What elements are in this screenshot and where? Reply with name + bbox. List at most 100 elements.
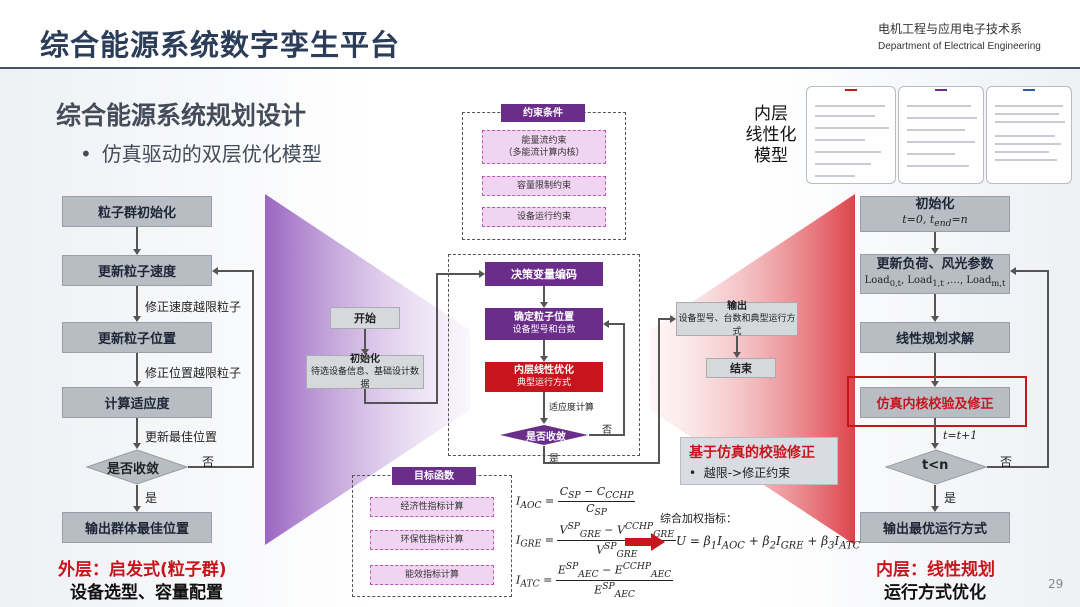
center-encode: 决策变量编码 (485, 262, 603, 286)
outer-connector (136, 485, 138, 506)
outer-step-velocity: 更新粒子速度 (62, 255, 212, 286)
objective-economy: 经济性指标计算 (370, 497, 494, 517)
constraint-equipment: 设备运行约束 (482, 207, 606, 227)
callout-title: 基于仿真的校验修正 (689, 445, 815, 461)
inner-init-formula: t=0, tend=n (902, 212, 968, 230)
arrow-down-icon (540, 356, 548, 362)
outer-no-label: 否 (202, 455, 215, 469)
inner-step-update: 更新负荷、风光参数 Load0,t, Load1,t ,…, Loadm,t (860, 254, 1010, 294)
inner-decision-diamond (885, 449, 987, 485)
center-loop-line (589, 434, 625, 436)
center-output-title: 输出 (727, 300, 747, 312)
center-connector (364, 402, 436, 404)
outer-note-position: 修正位置越限粒子 (145, 366, 242, 380)
center-init-sub: 待选设备信息、基础设计数据 (310, 366, 419, 390)
arrow-down-icon (931, 381, 939, 387)
inner-update-title: 更新负荷、风光参数 (876, 257, 994, 272)
center-output: 输出 设备型号、台数和典型运行方式 (676, 300, 798, 337)
inner-update-formula: Load0,t, Load1,t ,…, Loadm,t (864, 275, 1006, 288)
center-inner-opt: 内层线性优化 典型运行方式 (485, 362, 603, 392)
outer-loop-line (188, 466, 254, 468)
arrow-left-icon (603, 320, 609, 328)
outer-decision-label: 是否收敛 (107, 462, 160, 477)
objective-efficiency: 能效指标计算 (370, 565, 494, 585)
inner-connector (934, 485, 936, 506)
center-connector (543, 286, 545, 302)
thumbnail-caption-bar (1023, 89, 1035, 91)
center-loop-line (609, 323, 625, 325)
inner-connector (934, 294, 936, 316)
outer-step-position: 更新粒子位置 (62, 322, 212, 353)
center-yes-label: 是 (549, 454, 559, 465)
arrow-down-icon (931, 248, 939, 254)
constraints-title: 约束条件 (501, 104, 585, 122)
inner-loop-line (987, 466, 1049, 468)
center-connector (436, 273, 479, 275)
arrow-down-icon (133, 443, 141, 449)
center-connector (364, 329, 366, 349)
outer-footer-sub: 设备选型、容量配置 (70, 583, 223, 603)
outer-footer-title: 外层：启发式(粒子群) (58, 560, 227, 580)
page-number: 29 (1048, 577, 1064, 591)
section-bullet: • 仿真驱动的双层优化模型 (80, 138, 322, 167)
arrow-left-icon (212, 267, 218, 275)
arrow-down-icon (540, 418, 548, 424)
inner-step-output: 输出最优运行方式 (860, 512, 1010, 543)
weighted-index-label: 综合加权指标： (660, 512, 737, 525)
inner-loop-line (1016, 270, 1049, 272)
center-inner-title: 内层线性优化 (514, 365, 574, 376)
inner-init-title: 初始化 (915, 196, 955, 212)
arrow-right-icon (670, 315, 676, 323)
arrow-down-icon (733, 352, 741, 358)
outer-decision-diamond (86, 449, 188, 485)
outer-loop-line (252, 270, 254, 468)
center-connector (543, 340, 545, 356)
department-name-en: Department of Electrical Engineering (878, 41, 1041, 52)
center-connector (543, 446, 545, 464)
center-start: 开始 (330, 307, 400, 329)
outer-connector (136, 353, 138, 381)
thumbnail-caption-bar (935, 89, 947, 91)
arrow-down-icon (133, 316, 141, 322)
formula-weighted: U = β1IAOC + β2IGRE + β3IATC (676, 534, 861, 552)
constraint-capacity: 容量限制约束 (482, 176, 606, 196)
inner-decision-label: t<n (922, 458, 949, 473)
page-title: 综合能源系统数字孪生平台 (40, 28, 401, 62)
arrow-down-icon (133, 506, 141, 512)
center-decision-label: 是否收敛 (526, 432, 566, 443)
outer-connector (136, 286, 138, 316)
inner-yes-label: 是 (944, 491, 957, 505)
center-decision-diamond (500, 425, 588, 445)
inner-model-label-line1: 内层 (754, 104, 788, 124)
constraint-energy-flow: 能量流约束 （多能流计算内核） (482, 130, 606, 164)
center-init: 初始化 待选设备信息、基础设计数据 (306, 353, 424, 390)
callout-bullet: • 越限->修正约束 (689, 466, 791, 480)
bullet-dot-icon: • (80, 142, 92, 166)
model-thumbnail-3 (986, 86, 1072, 184)
arrow-right-icon (479, 270, 485, 278)
outer-note-velocity: 修正速度越限粒子 (145, 300, 242, 314)
inner-connector (934, 353, 936, 381)
inner-step-verify: 仿真内核校验及修正 (860, 387, 1010, 418)
center-locate-title: 确定粒子位置 (514, 312, 574, 323)
inner-step-init: 初始化 t=0, tend=n (860, 196, 1010, 232)
section-title: 综合能源系统规划设计 (56, 101, 307, 130)
section-bullet-text: 仿真驱动的双层优化模型 (101, 142, 322, 166)
thumbnail-caption-bar (845, 89, 857, 91)
arrow-down-icon (361, 349, 369, 355)
center-connector (543, 392, 545, 418)
center-connector (658, 318, 670, 320)
center-inner-sub: 典型运行方式 (516, 378, 571, 388)
department-name-cn: 电机工程与应用电子技术系 (878, 22, 1023, 36)
center-connector (736, 336, 738, 352)
center-init-title: 初始化 (350, 353, 380, 365)
callout-bullet-text: 越限->修正约束 (703, 466, 791, 480)
outer-connector (136, 227, 138, 249)
outer-step-fitness: 计算适应度 (62, 387, 212, 418)
outer-step-init: 粒子群初始化 (62, 196, 212, 227)
inner-model-label-line3: 模型 (754, 146, 788, 166)
center-locate-sub: 设备型号和台数 (512, 325, 576, 335)
center-locate: 确定粒子位置 设备型号和台数 (485, 308, 603, 340)
inner-connector (934, 418, 936, 443)
inner-model-label-line2: 线性化 (745, 125, 797, 145)
